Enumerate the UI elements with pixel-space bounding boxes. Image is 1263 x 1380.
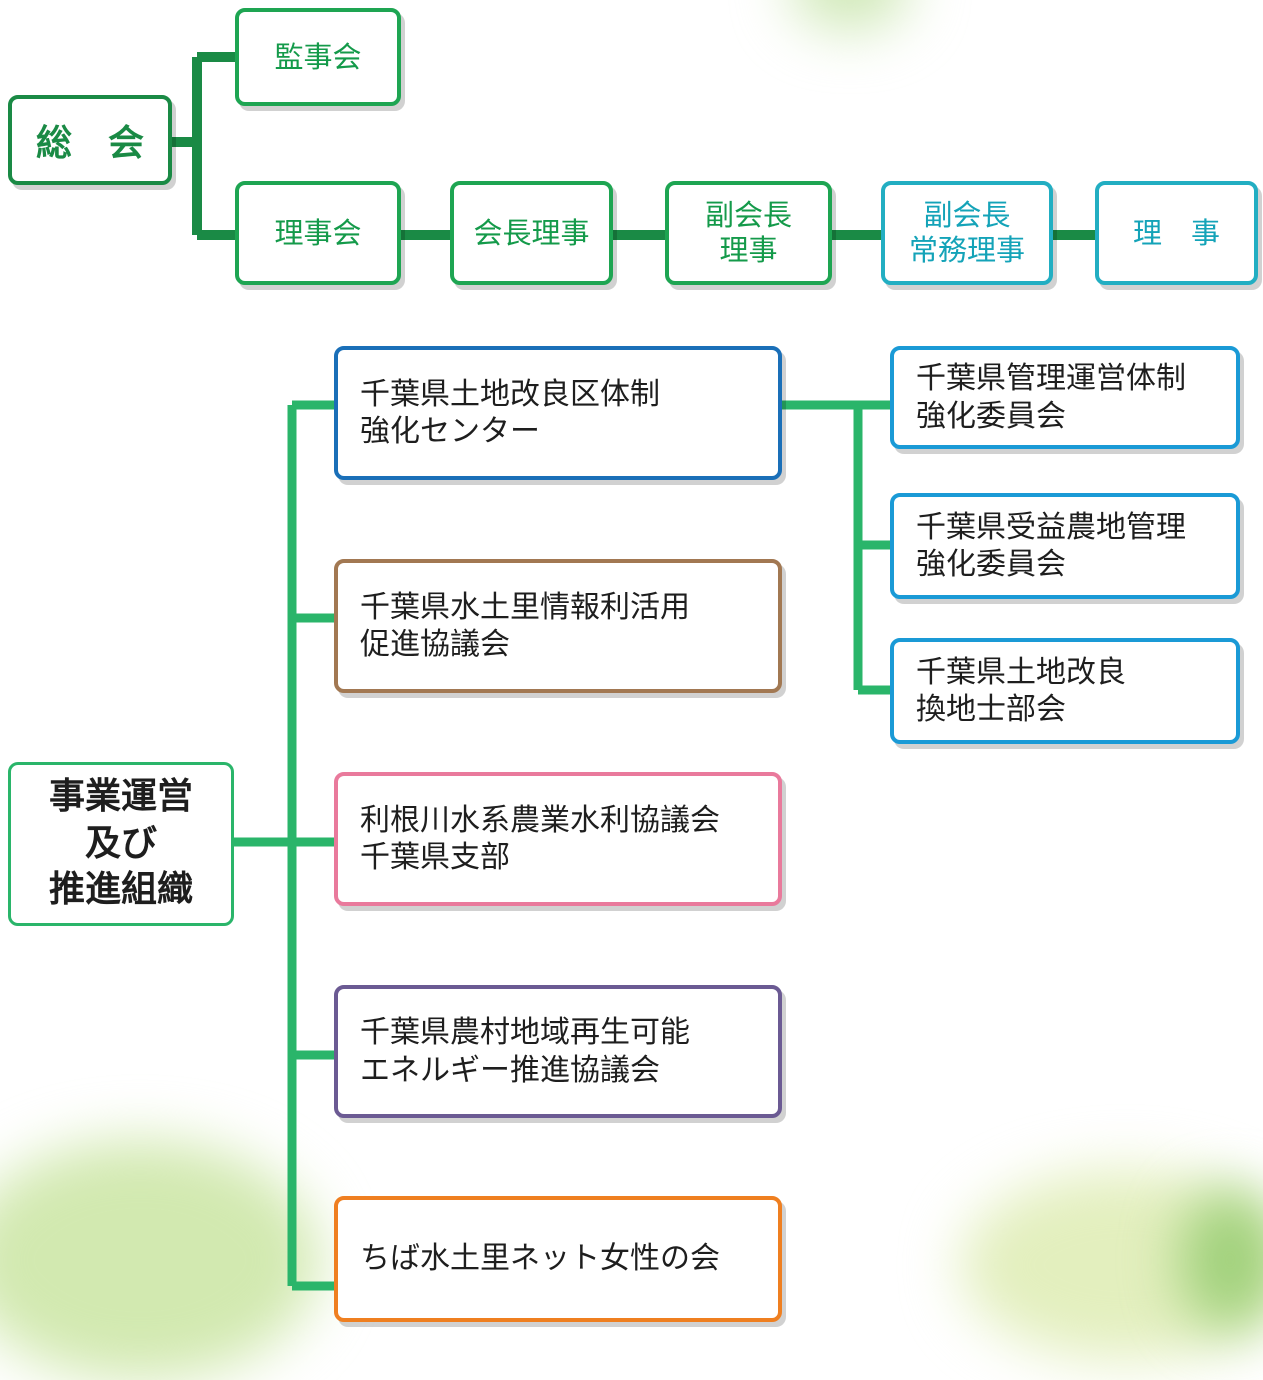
replotting-subcommittee-label: 千葉県土地改良 換地士部会 bbox=[916, 654, 1126, 728]
vice-chairman-box: 副会長 理事 bbox=[665, 181, 832, 285]
director-box: 理 事 bbox=[1095, 181, 1258, 285]
womens-association-box: ちば水土里ネット女性の会 bbox=[334, 1196, 782, 1322]
business-root-box: 事業運営 及び 推進組織 bbox=[8, 762, 234, 926]
connector-general-meeting bbox=[168, 52, 238, 240]
tone-river-council-label: 利根川水系農業水利協議会 千葉県支部 bbox=[360, 802, 720, 876]
connector-business-branches bbox=[292, 400, 338, 1291]
director-label: 理 事 bbox=[1132, 215, 1220, 250]
renewable-energy-council-label: 千葉県農村地域再生可能 エネルギー推進協議会 bbox=[360, 1015, 690, 1088]
improvement-center-label: 千葉県土地改良区体制 強化センター bbox=[360, 376, 660, 450]
general-meeting-label: 総 会 bbox=[35, 123, 144, 164]
replotting-subcommittee-box: 千葉県土地改良 換地士部会 bbox=[890, 638, 1240, 744]
board-box: 理事会 bbox=[235, 181, 401, 285]
farmland-committee-box: 千葉県受益農地管理 強化委員会 bbox=[890, 493, 1240, 599]
vice-chairman-label: 副会長 理事 bbox=[704, 198, 792, 267]
vice-chairman-executive-label: 副会長 常務理事 bbox=[908, 198, 1025, 267]
management-committee-label: 千葉県管理運営体制 強化委員会 bbox=[916, 361, 1186, 434]
auditors-box: 監事会 bbox=[235, 8, 401, 106]
chairman-label: 会長理事 bbox=[473, 215, 590, 250]
board-label: 理事会 bbox=[274, 215, 362, 250]
renewable-energy-council-box: 千葉県農村地域再生可能 エネルギー推進協議会 bbox=[334, 985, 782, 1118]
mizutsuchi-council-label: 千葉県水土里情報利活用 促進協議会 bbox=[360, 589, 690, 663]
general-meeting-box: 総 会 bbox=[8, 95, 172, 185]
tone-river-council-box: 利根川水系農業水利協議会 千葉県支部 bbox=[334, 772, 782, 906]
chairman-box: 会長理事 bbox=[450, 181, 613, 285]
farmland-committee-label: 千葉県受益農地管理 強化委員会 bbox=[916, 509, 1186, 583]
vice-chairman-executive-box: 副会長 常務理事 bbox=[881, 181, 1053, 285]
org-connectors bbox=[168, 52, 1098, 1291]
mizutsuchi-council-box: 千葉県水土里情報利活用 促進協議会 bbox=[334, 559, 782, 693]
auditors-label: 監事会 bbox=[274, 39, 362, 74]
management-committee-box: 千葉県管理運営体制 強化委員会 bbox=[890, 346, 1240, 449]
womens-association-label: ちば水土里ネット女性の会 bbox=[360, 1241, 720, 1277]
business-root-label: 事業運営 及び 推進組織 bbox=[48, 775, 193, 911]
improvement-center-box: 千葉県土地改良区体制 強化センター bbox=[334, 346, 782, 480]
connector-center-children bbox=[780, 400, 896, 695]
